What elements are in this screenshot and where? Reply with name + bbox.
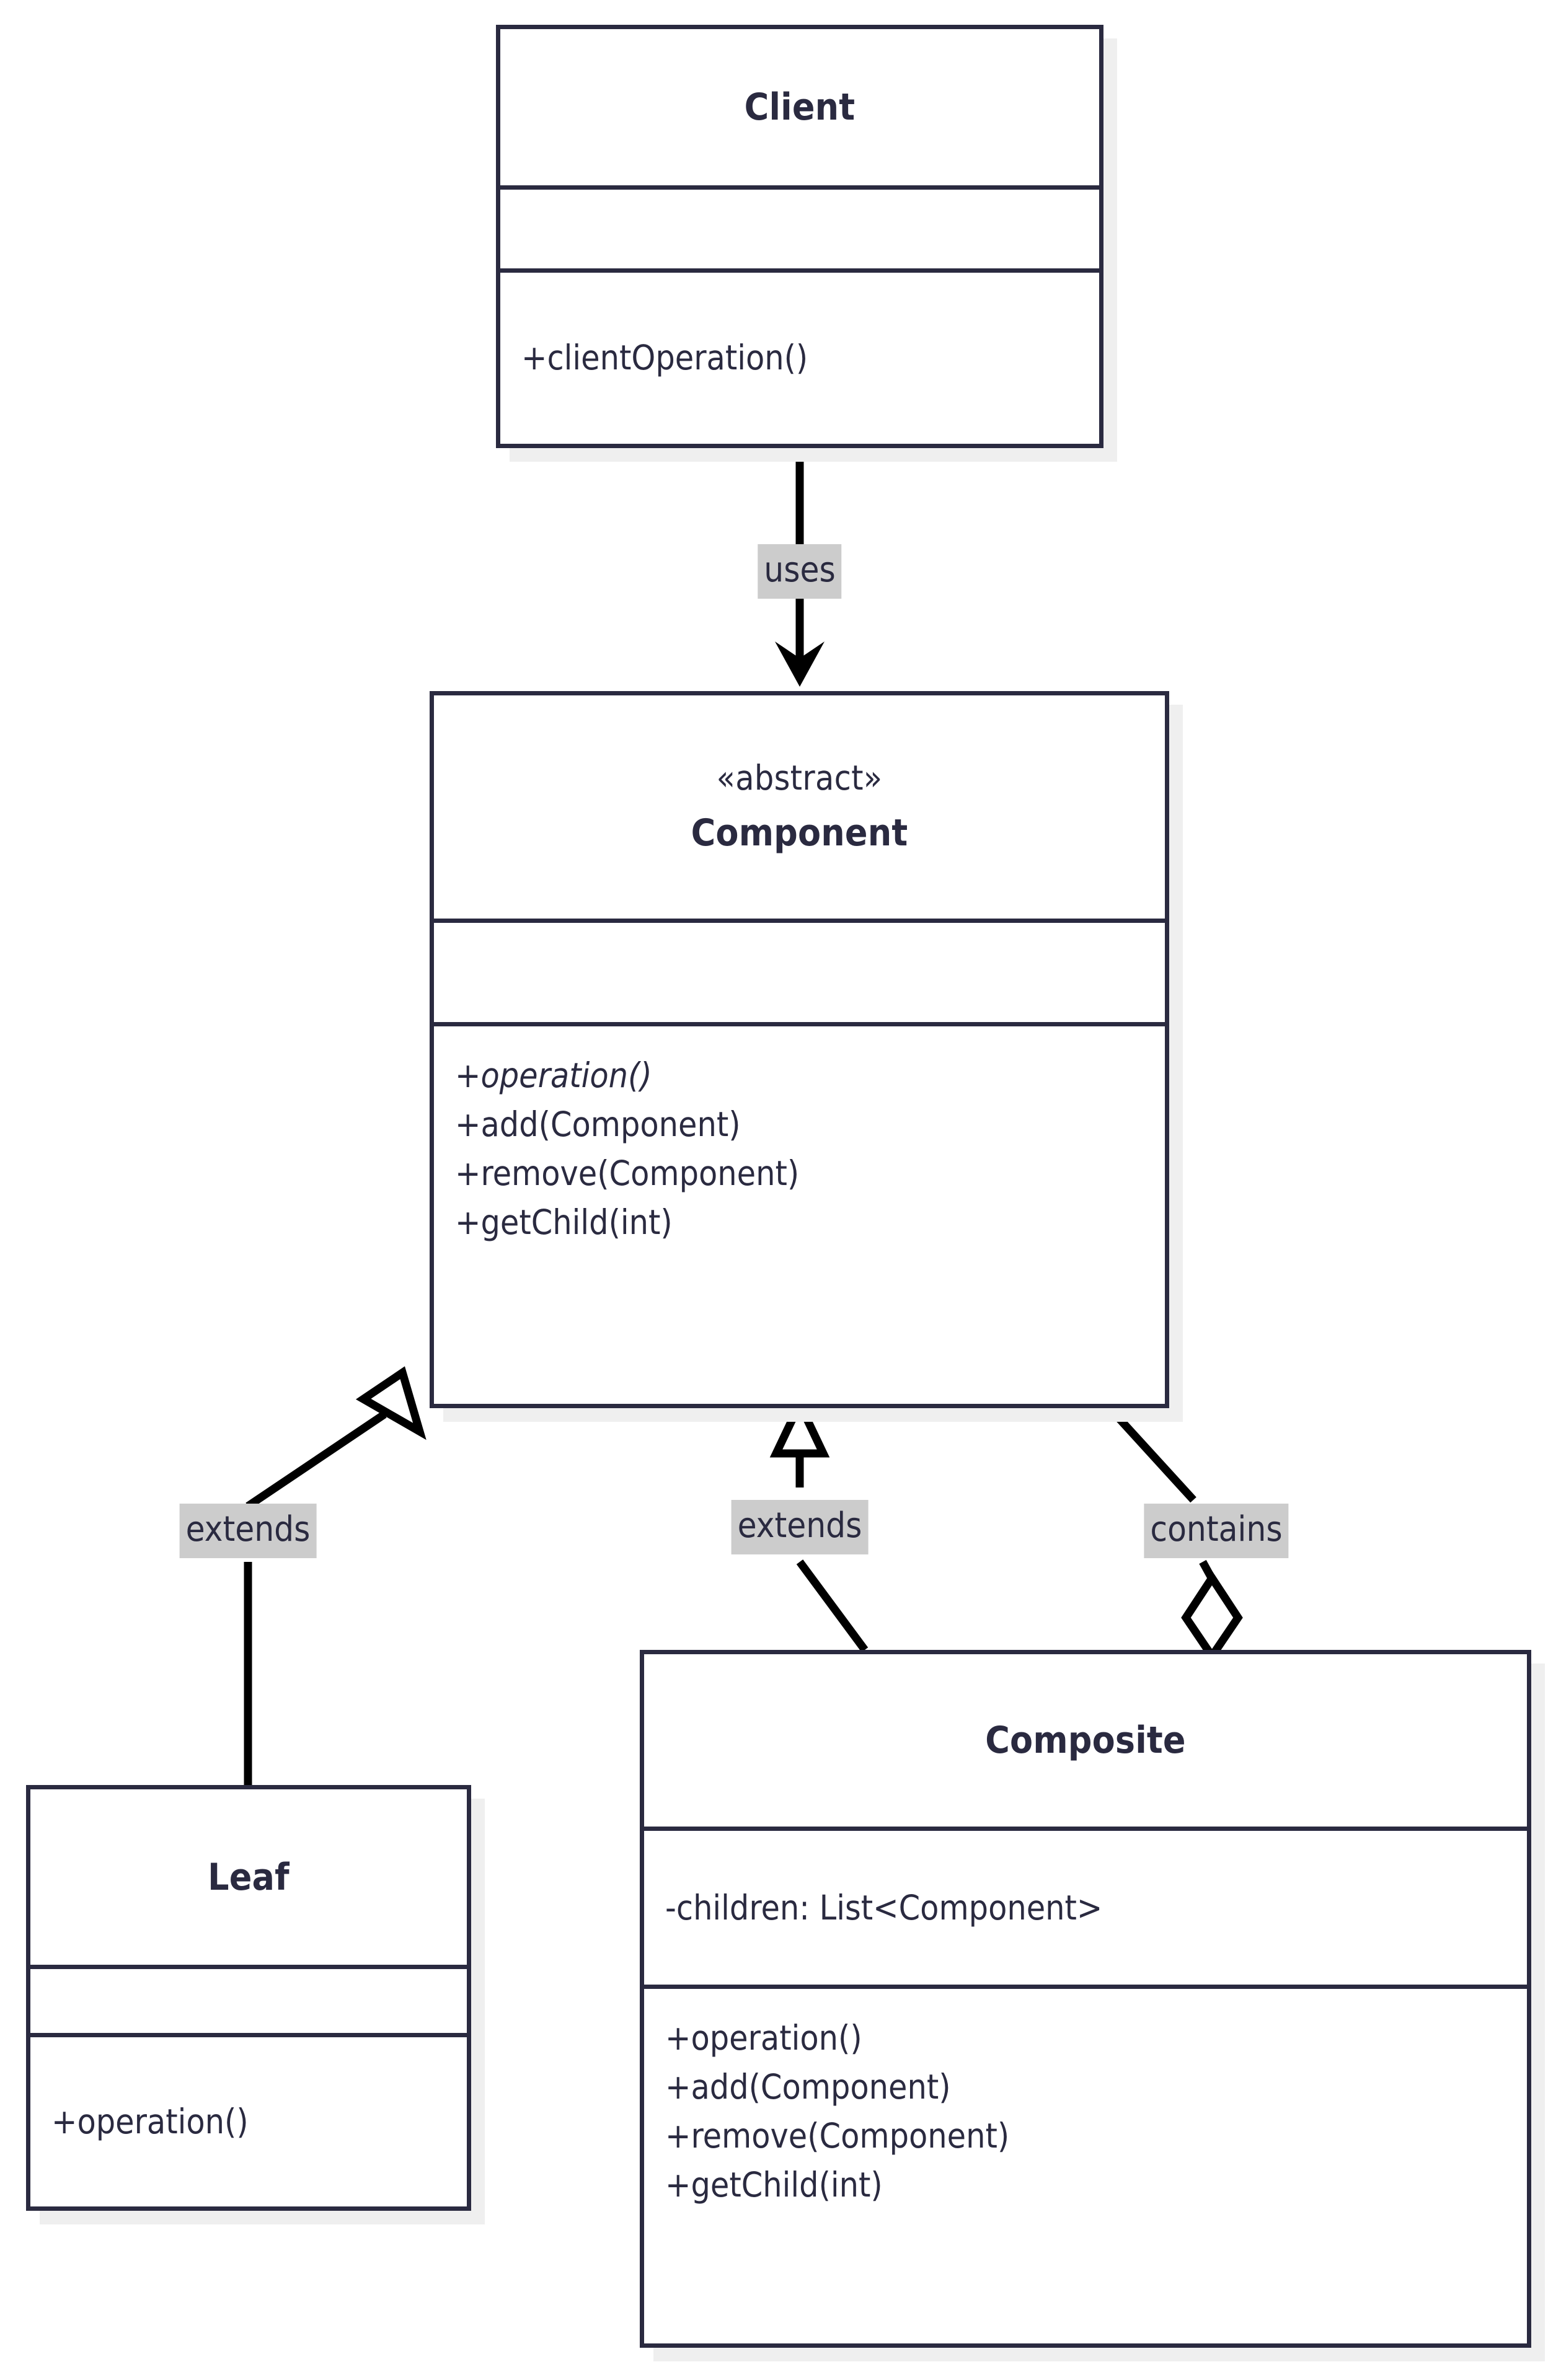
edge-label-extends-leaf: extends — [179, 1504, 317, 1558]
class-method: +operation() — [455, 1055, 652, 1095]
class-attributes-leaf — [30, 1965, 467, 2033]
class-method: +clientOperation() — [521, 338, 808, 378]
class-method: +add(Component) — [455, 1104, 741, 1144]
class-method: +add(Component) — [665, 2067, 951, 2107]
class-box-leaf[interactable]: Leaf +operation() — [26, 1785, 471, 2211]
class-title-client: Client — [744, 86, 856, 130]
class-method: +operation() — [665, 2018, 862, 2058]
class-attributes-composite: -children: List<Component> — [644, 1827, 1527, 1985]
class-header-client: Client — [500, 29, 1099, 186]
class-method: +getChild(int) — [455, 1202, 673, 1242]
edge-leaf-extends-component — [244, 1366, 427, 1785]
class-header-leaf: Leaf — [30, 1789, 467, 1965]
class-title-composite: Composite — [985, 1719, 1186, 1762]
edge-label-contains: contains — [1144, 1504, 1289, 1558]
class-methods-composite: +operation() +add(Component) +remove(Com… — [644, 1985, 1527, 2343]
class-title-leaf: Leaf — [208, 1855, 290, 1899]
class-attributes-component — [434, 918, 1165, 1022]
class-attributes-client — [500, 185, 1099, 268]
edge-label-uses: uses — [758, 544, 842, 599]
edge-label-extends-composite: extends — [731, 1500, 869, 1554]
class-method: +getChild(int) — [665, 2165, 883, 2205]
class-methods-component: +operation() +add(Component) +remove(Com… — [434, 1021, 1165, 1404]
class-box-composite[interactable]: Composite -children: List<Component> +op… — [640, 1650, 1531, 2348]
class-box-client[interactable]: Client +clientOperation() — [496, 25, 1103, 448]
class-box-component[interactable]: «abstract» Component +operation() +add(C… — [430, 691, 1169, 1408]
class-method: +operation() — [51, 2102, 249, 2141]
class-header-component: «abstract» Component — [434, 695, 1165, 919]
class-attribute: -children: List<Component> — [665, 1887, 1103, 1928]
class-methods-client: +clientOperation() — [500, 268, 1099, 444]
class-title-component: Component — [691, 811, 908, 855]
class-stereotype-component: «abstract» — [716, 757, 883, 798]
class-methods-leaf: +operation() — [30, 2033, 467, 2206]
class-method: +remove(Component) — [455, 1153, 800, 1193]
class-header-composite: Composite — [644, 1654, 1527, 1827]
class-method: +remove(Component) — [665, 2116, 1010, 2156]
